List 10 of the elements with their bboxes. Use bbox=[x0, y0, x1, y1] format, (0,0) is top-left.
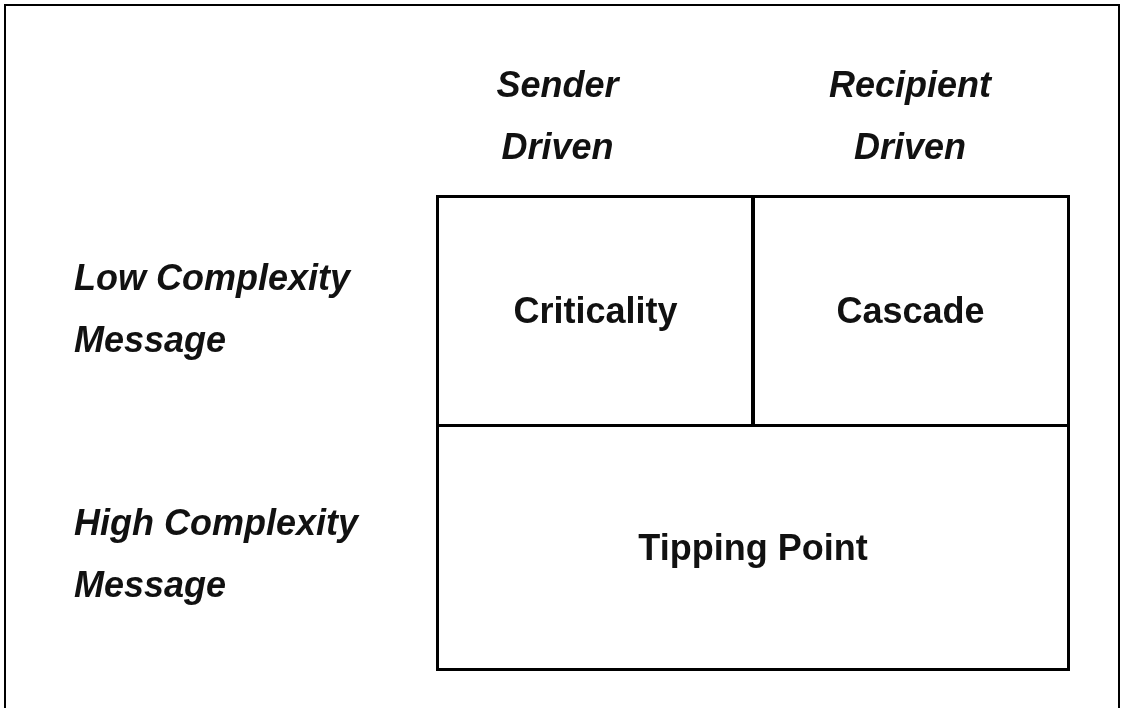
row-header: High Complexity Message bbox=[74, 501, 361, 607]
table-cell bbox=[436, 424, 1070, 671]
cell-text: Criticality bbox=[513, 290, 678, 332]
cell-text: Tipping Point bbox=[638, 526, 868, 569]
column-header: Sender Driven bbox=[495, 63, 621, 169]
row-header: Low Complexity Message bbox=[74, 256, 353, 362]
column-header: Recipient Driven bbox=[827, 63, 993, 169]
table-cell bbox=[751, 195, 1070, 427]
table-cell bbox=[436, 195, 755, 427]
cell-text: Cascade bbox=[836, 290, 985, 332]
